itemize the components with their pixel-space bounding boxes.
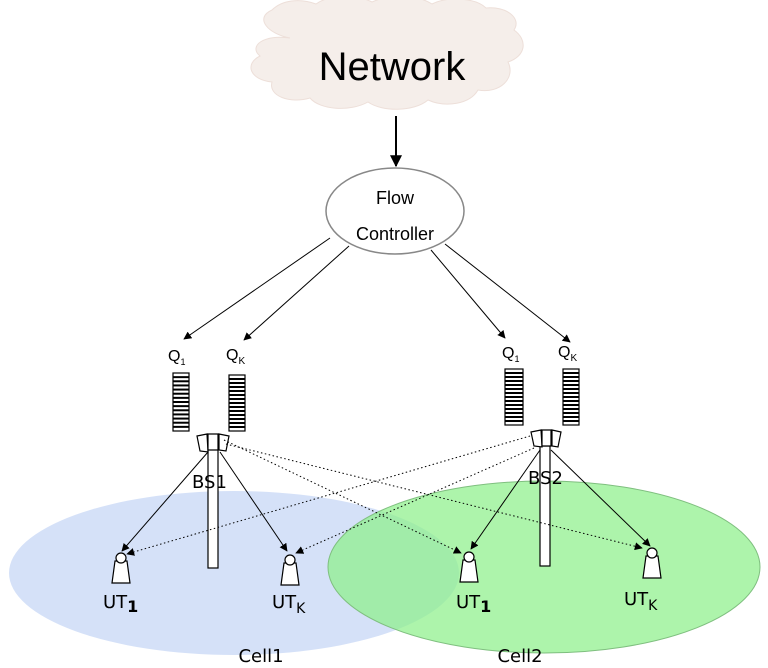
controller-to-qk-cell1 <box>243 245 350 341</box>
flow-controller <box>325 167 465 255</box>
network-cloud <box>250 0 524 110</box>
cell2-label: Cell2 <box>497 646 542 667</box>
queue-buffer-q1-cell2 <box>504 368 524 426</box>
svg-text:Q1: Q1 <box>168 348 185 367</box>
queue-label-qk-cell1: QK <box>226 347 245 367</box>
bs1-label: BS1 <box>192 472 227 493</box>
queue-buffer-q1-cell1 <box>172 372 190 432</box>
queue-buffer-qk-cell2 <box>562 368 580 426</box>
flow-controller-label-line2: Controller <box>356 224 434 244</box>
svg-text:QK: QK <box>226 347 245 367</box>
utk-cell1-label: UTK <box>272 592 306 617</box>
svg-text:QK: QK <box>558 344 577 364</box>
bs1-tower <box>196 433 230 569</box>
svg-text:Q1: Q1 <box>502 345 519 364</box>
bs2-tower <box>530 429 562 567</box>
network-label: Network <box>319 45 467 89</box>
controller-to-q1-cell1 <box>183 237 331 340</box>
flow-controller-label-line1: Flow <box>376 188 415 208</box>
queue-label-qk-cell2: QK <box>558 344 577 364</box>
queue-label-q1-cell2: Q1 <box>502 345 519 364</box>
ut1-cell1-label: UT1 <box>103 592 138 616</box>
cell1-label: Cell1 <box>238 646 283 667</box>
queue-label-q1-cell1: Q1 <box>168 348 185 367</box>
controller-to-qk-cell2 <box>444 243 571 343</box>
controller-to-q1-cell2 <box>430 249 506 339</box>
ut1-cell2-label: UT1 <box>456 592 491 616</box>
serving-links <box>121 449 651 552</box>
utk-cell2-label: UTK <box>624 589 658 614</box>
bs2-label: BS2 <box>528 468 563 489</box>
interference-links <box>126 435 643 556</box>
queue-buffer-qk-cell1 <box>228 374 246 432</box>
